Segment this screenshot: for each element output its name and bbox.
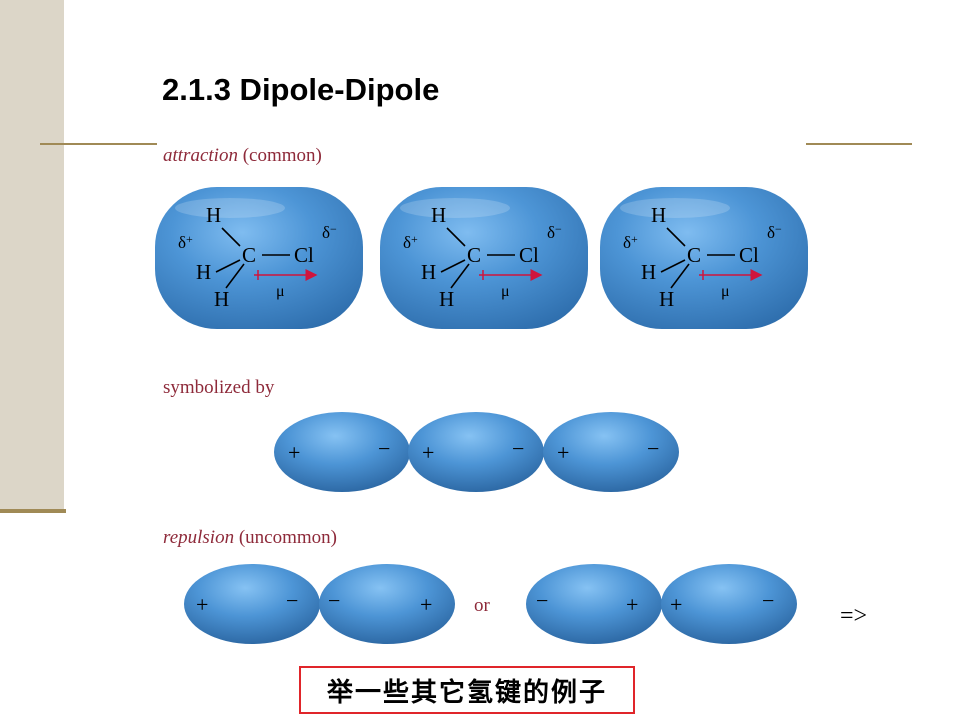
- minus-sign: −: [536, 588, 548, 613]
- dipole-moment-symbol: μ: [276, 283, 285, 300]
- symbolized-label: symbolized by: [163, 377, 275, 398]
- plus-sign: +: [196, 592, 208, 617]
- next-slide-arrow[interactable]: =>: [840, 603, 868, 629]
- repulsion-pair-2: − + + −: [526, 564, 797, 644]
- delta-minus: δ−: [767, 222, 782, 242]
- minus-sign: −: [762, 588, 774, 613]
- title-rule-right: [806, 143, 912, 145]
- example-note-box: 举一些其它氢键的例子: [299, 666, 635, 714]
- or-label: or: [474, 595, 491, 616]
- plus-sign: +: [557, 440, 569, 465]
- minus-sign: −: [286, 588, 298, 613]
- minus-sign: −: [378, 436, 390, 461]
- atom-cl: Cl: [519, 243, 539, 267]
- delta-plus: δ+: [623, 232, 638, 252]
- attraction-label: attraction (common): [163, 145, 322, 166]
- minus-sign: −: [512, 436, 524, 461]
- minus-sign: −: [647, 436, 659, 461]
- atom-h: H: [196, 260, 211, 284]
- dipole-moment-symbol: μ: [721, 283, 730, 300]
- example-note-text: 举一些其它氢键的例子: [326, 677, 607, 708]
- atom-c: C: [467, 243, 481, 267]
- slide-title: 2.1.3 Dipole-Dipole: [162, 72, 440, 107]
- repulsion-pair-1: + − − +: [184, 564, 455, 644]
- side-band-rule: [0, 509, 66, 513]
- plus-sign: +: [422, 440, 434, 465]
- dipole-symbol-2: + −: [408, 412, 544, 492]
- delta-minus: δ−: [322, 222, 337, 242]
- dipole-symbol-1: + −: [274, 412, 410, 492]
- atom-h: H: [439, 287, 454, 311]
- dipole-moment-symbol: μ: [501, 283, 510, 300]
- minus-sign: −: [328, 588, 340, 613]
- atom-h: H: [421, 260, 436, 284]
- atom-c: C: [687, 243, 701, 267]
- plus-sign: +: [288, 440, 300, 465]
- atom-h: H: [206, 203, 221, 227]
- dipole-symbol-3: + −: [543, 412, 679, 492]
- atom-h: H: [214, 287, 229, 311]
- atom-h: H: [431, 203, 446, 227]
- repulsion-label: repulsion (uncommon): [163, 527, 337, 548]
- atom-cl: Cl: [739, 243, 759, 267]
- plus-sign: +: [670, 592, 682, 617]
- molecule-cloud-3: H δ+ C Cl δ− H H μ: [600, 187, 808, 329]
- delta-plus: δ+: [403, 232, 418, 252]
- atom-cl: Cl: [294, 243, 314, 267]
- side-band: [0, 0, 64, 512]
- atom-h: H: [651, 203, 666, 227]
- delta-minus: δ−: [547, 222, 562, 242]
- atom-h: H: [659, 287, 674, 311]
- delta-plus: δ+: [178, 232, 193, 252]
- plus-sign: +: [420, 592, 432, 617]
- plus-sign: +: [626, 592, 638, 617]
- atom-c: C: [242, 243, 256, 267]
- atom-h: H: [641, 260, 656, 284]
- title-rule-left: [40, 143, 157, 145]
- molecule-cloud-1: H δ+ C Cl δ− H H μ: [155, 187, 363, 329]
- molecule-cloud-2: H δ+ C Cl δ− H H μ: [380, 187, 588, 329]
